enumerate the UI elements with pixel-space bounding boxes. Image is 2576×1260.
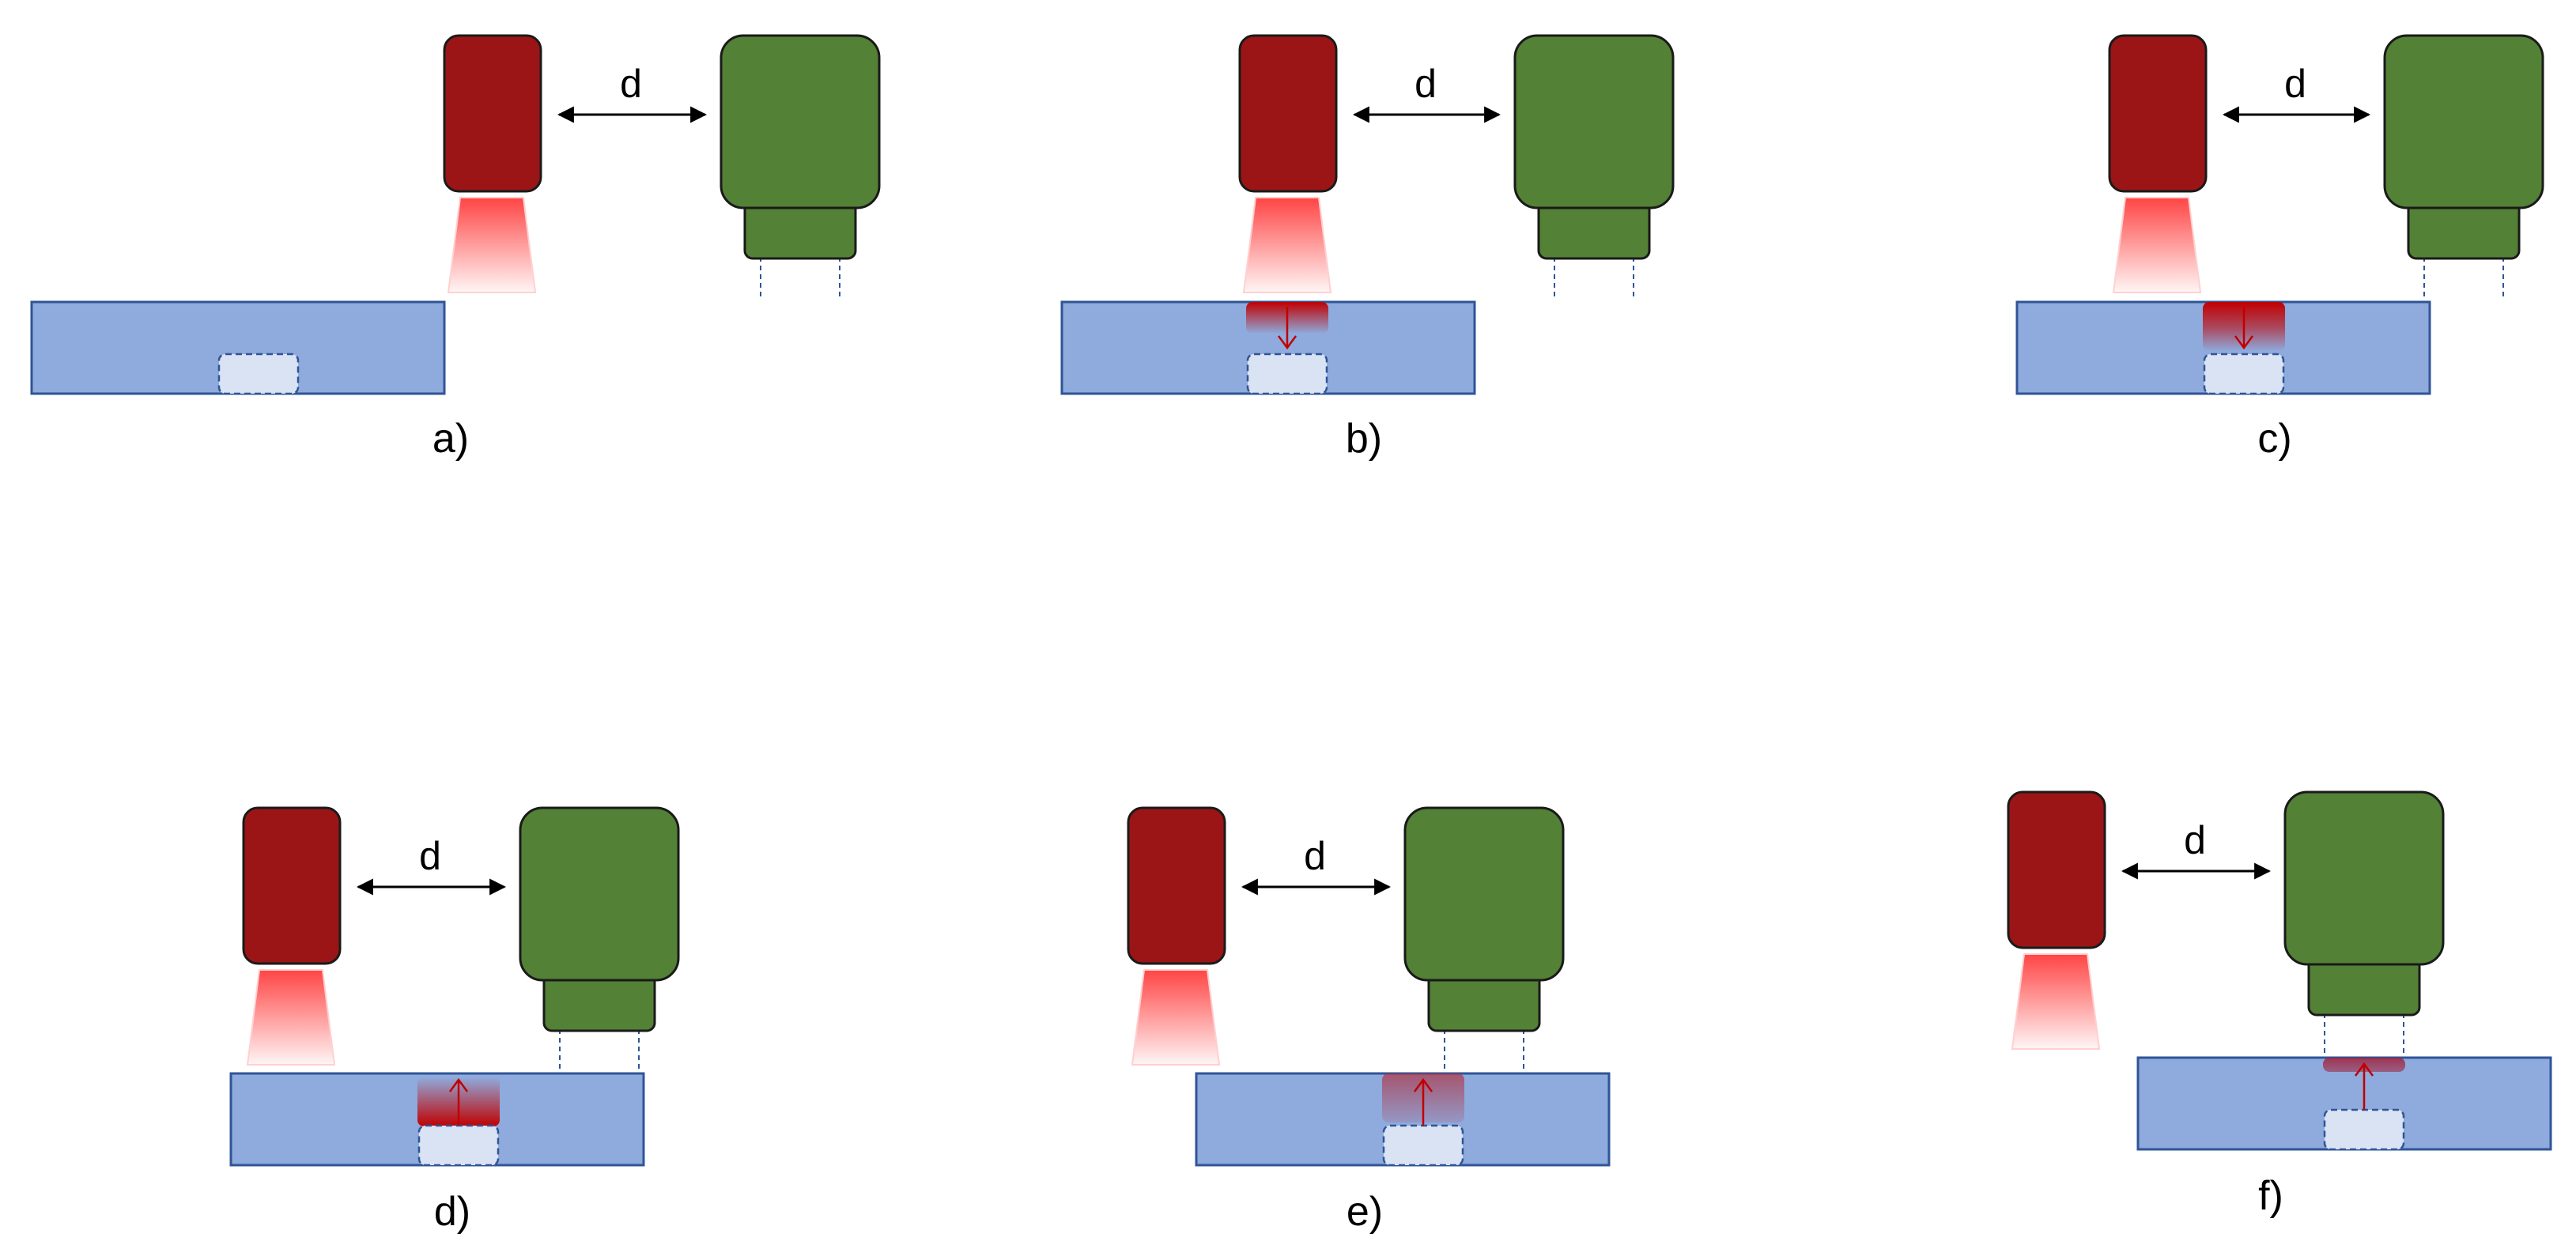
panel-4: d d) (229, 806, 680, 1235)
light-beam-cone (447, 197, 537, 293)
camera-block (1403, 806, 1565, 982)
camera-lens (743, 200, 857, 260)
distance-label: d (2184, 818, 2206, 862)
distance-label: d (2284, 62, 2306, 106)
panel-label: d) (434, 1189, 470, 1235)
light-beam-cone (1242, 197, 1332, 293)
camera-block (1513, 34, 1675, 209)
emitter-block (1127, 806, 1226, 965)
light-beam-cone (2112, 197, 2202, 293)
camera-lens (2307, 956, 2421, 1017)
heat-direction-arrowhead (1413, 1077, 1433, 1092)
panel-label: c) (2257, 416, 2291, 462)
distance-label: d (1415, 62, 1437, 106)
camera-lens (542, 972, 656, 1032)
light-beam-cone (246, 969, 336, 1066)
heat-direction-arrowhead (448, 1077, 469, 1092)
panel-2: d b) (1060, 34, 1675, 462)
panels-layer: d a) d b) d c) d d) d e) d f) (30, 34, 2552, 1235)
emitter-block (2108, 34, 2208, 193)
camera-block (720, 34, 881, 209)
subsurface-defect (1246, 353, 1328, 395)
panel-5: d e) (1127, 806, 1611, 1235)
subsurface-defect (1382, 1124, 1464, 1167)
camera-block (519, 806, 680, 982)
panel-label: a) (432, 416, 469, 462)
emitter-block (443, 34, 542, 193)
distance-label: d (620, 62, 642, 106)
camera-block (2383, 34, 2544, 209)
heat-direction-arrowhead (1277, 335, 1297, 350)
distance-label: d (1304, 834, 1326, 878)
heat-direction-arrowhead (2354, 1062, 2374, 1077)
panel-3: d c) (2015, 34, 2544, 462)
light-beam-cone (1131, 969, 1221, 1066)
emitter-block (2007, 790, 2106, 949)
distance-label: d (419, 834, 441, 878)
light-beam-cone (2011, 953, 2101, 1050)
panel-label: e) (1347, 1189, 1383, 1235)
subsurface-defect (2203, 353, 2285, 395)
emitter-block (242, 806, 342, 965)
camera-lens (1537, 200, 1651, 260)
subsurface-defect (217, 353, 300, 395)
emitter-block (1238, 34, 1338, 193)
camera-lens (1427, 972, 1541, 1032)
subsurface-defect (2323, 1108, 2405, 1151)
panel-label: b) (1346, 416, 1382, 462)
panel-label: f) (2258, 1173, 2283, 1219)
heat-direction-arrowhead (2234, 335, 2254, 350)
camera-block (2283, 790, 2445, 966)
panel-6: d f) (2007, 790, 2552, 1219)
subsurface-defect (417, 1124, 500, 1167)
camera-lens (2407, 200, 2521, 260)
panel-1: d a) (30, 34, 881, 462)
